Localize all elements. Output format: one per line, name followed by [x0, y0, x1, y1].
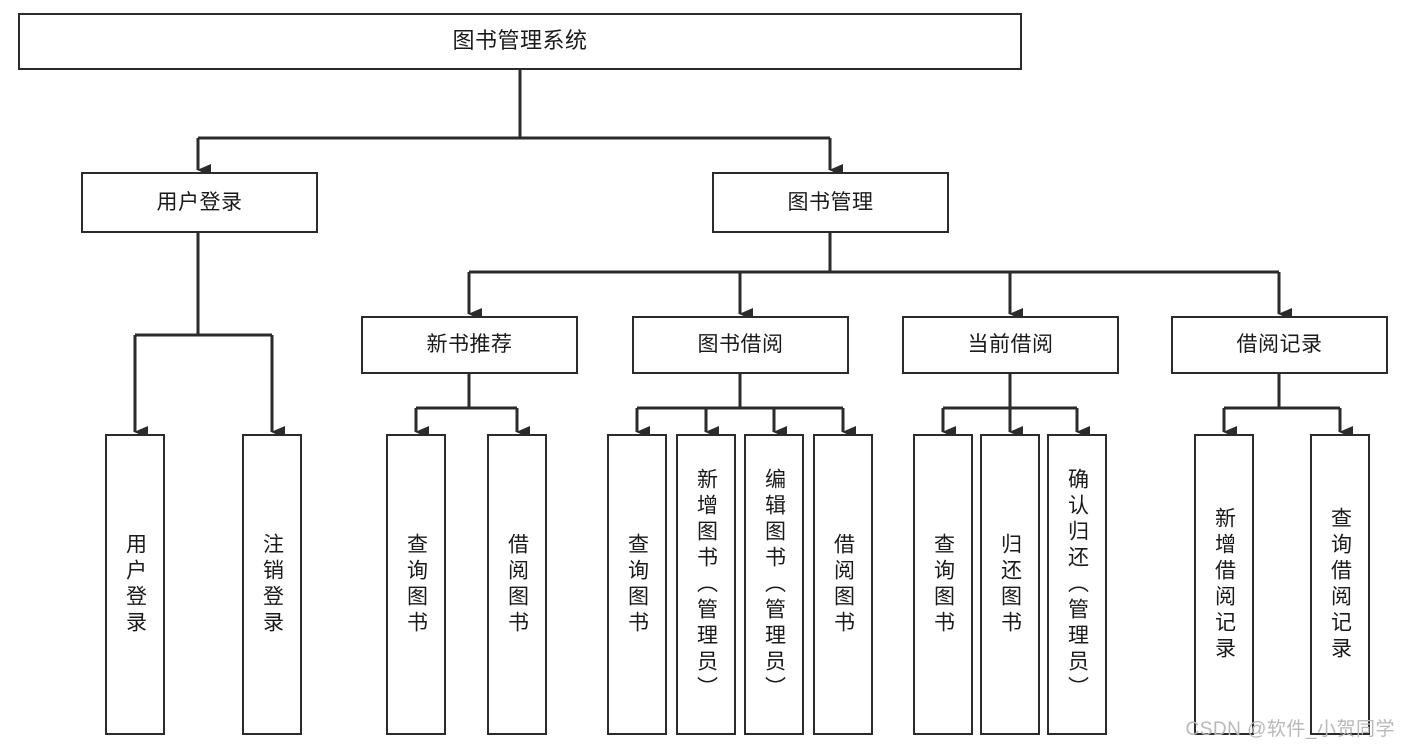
node-label: 新增借阅记录: [1212, 506, 1236, 663]
node-label: 新增图书（管理员）: [694, 467, 718, 702]
node-label: 用户登录: [156, 190, 243, 214]
node-label: 确认归还（管理员）: [1065, 467, 1089, 702]
node-label: 用户登录: [123, 532, 147, 637]
node-label: 借阅图书: [831, 532, 855, 637]
leaf-edit-book-admin[interactable]: 编辑图书（管理员）: [744, 434, 804, 735]
leaf-query-book-borrow[interactable]: 查询图书: [607, 434, 667, 735]
node-label: 查询图书: [404, 532, 428, 637]
leaf-borrow-book[interactable]: 借阅图书: [813, 434, 873, 735]
node-current-borrow[interactable]: 当前借阅: [902, 316, 1119, 374]
node-label: 图书借阅: [697, 333, 784, 357]
node-label: 查询借阅记录: [1328, 506, 1352, 663]
node-book-management[interactable]: 图书管理: [712, 172, 949, 233]
leaf-query-borrow-record[interactable]: 查询借阅记录: [1310, 434, 1370, 735]
leaf-user-login[interactable]: 用户登录: [105, 434, 165, 735]
node-label: 图书管理: [787, 190, 874, 214]
node-label: 当前借阅: [967, 333, 1054, 357]
node-label: 借阅记录: [1236, 333, 1323, 357]
leaf-borrow-book-recommend[interactable]: 借阅图书: [487, 434, 547, 735]
node-label: 借阅图书: [505, 532, 529, 637]
leaf-add-borrow-record[interactable]: 新增借阅记录: [1194, 434, 1254, 735]
node-label: 图书管理系统: [452, 28, 588, 54]
node-label: 编辑图书（管理员）: [762, 467, 786, 702]
leaf-return-book[interactable]: 归还图书: [980, 434, 1040, 735]
leaf-confirm-return-admin[interactable]: 确认归还（管理员）: [1047, 434, 1107, 735]
node-new-book-recommend[interactable]: 新书推荐: [361, 316, 578, 374]
watermark: CSDN @软件_小贺同学: [1185, 719, 1395, 740]
node-label: 归还图书: [998, 532, 1022, 637]
leaf-user-logout[interactable]: 注销登录: [242, 434, 302, 735]
node-borrow-record[interactable]: 借阅记录: [1171, 316, 1388, 374]
leaf-add-book-admin[interactable]: 新增图书（管理员）: [676, 434, 736, 735]
node-root-system[interactable]: 图书管理系统: [18, 13, 1022, 70]
node-label: 注销登录: [260, 532, 284, 637]
leaf-query-book-current[interactable]: 查询图书: [913, 434, 973, 735]
node-label: 查询图书: [931, 532, 955, 637]
node-user-login[interactable]: 用户登录: [81, 172, 318, 233]
leaf-query-book-recommend[interactable]: 查询图书: [386, 434, 446, 735]
node-book-borrow[interactable]: 图书借阅: [632, 316, 849, 374]
node-label: 新书推荐: [426, 333, 513, 357]
node-label: 查询图书: [625, 532, 649, 637]
